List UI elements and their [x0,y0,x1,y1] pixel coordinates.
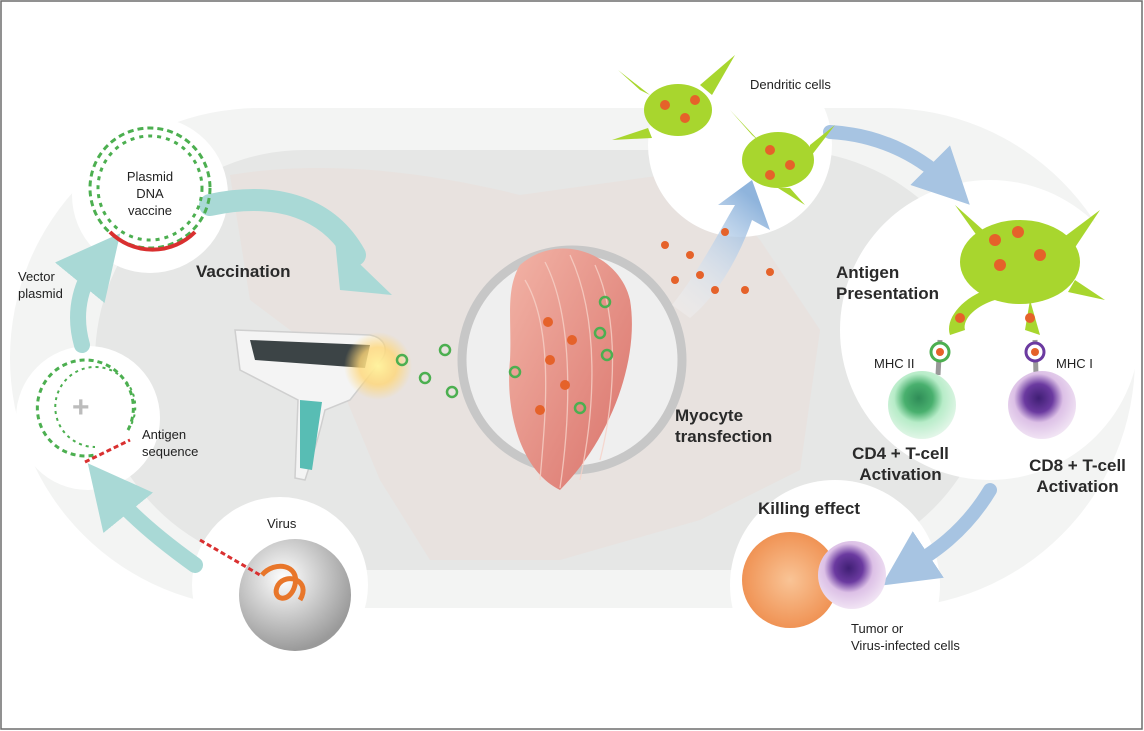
migration-arrow [672,180,770,318]
dendritic-cell-2 [730,110,835,205]
vector-plasmid-label: Vector plasmid [18,268,63,302]
killing-effect-label: Killing effect [758,499,861,518]
dendritic-label: Dendritic cells [750,77,831,92]
svg-text:+: + [72,391,90,424]
antigen-panel [16,346,160,490]
presentation-panel [840,180,1140,480]
mhc1-label: MHC I [1056,356,1093,371]
cd8-line1: CD8 + T-cell [1029,456,1126,475]
injection-glow [344,332,412,400]
vaccination-arrow-head [335,240,392,295]
mhc2-label: MHC II [874,356,915,371]
plasmid-label-line3: vaccine [127,203,173,218]
myocyte-line1: Myocyte [675,406,744,425]
virus-particle [199,538,351,651]
vector-plasmid-line1: Vector [18,269,55,284]
mhc-receptors [929,339,1046,376]
tumor-line2: Virus-infected cells [851,638,960,653]
plasmid-label: Plasmid DNA vaccine [120,168,180,219]
tumor-cell [742,532,838,628]
virus-label: Virus [267,516,297,531]
antigen-presentation-line2: Presentation [836,284,939,303]
plasmid-label-line1: Plasmid [126,169,174,184]
cd8-label: CD8 + T-cell Activation [1015,455,1140,497]
cycle-arrow-up [54,233,121,353]
antigen-presentation-line1: Antigen [836,263,900,282]
vaccination-arrow [199,189,366,266]
antigen-presentation-label: Antigen Presentation [836,262,939,304]
plasmid-label-line2: DNA [136,186,164,201]
myocyte-label: Myocyte transfection [675,405,772,447]
vaccination-label: Vaccination [196,262,291,281]
antigen-sequence-line2: sequence [142,444,199,459]
muscle-striations [524,254,614,489]
tumor-label: Tumor or Virus-infected cells [851,620,960,654]
cd4-t-cell [888,371,956,439]
cd4-line1: CD4 + T-cell [852,444,949,463]
cycle-arrow-virus [87,463,203,573]
plasmid-dna-ring [88,126,212,252]
tumor-line1: Tumor or [851,621,904,636]
antigen-sequence-label: Antigen sequence [142,426,198,460]
antigen-sequence-line1: Antigen [142,427,187,442]
killing-arrow [881,483,997,586]
myocyte-line2: transfection [675,427,773,446]
cd4-line2: Activation [859,465,942,484]
cd8-t-cell [1008,371,1076,439]
vector-plasmid-line2: plasmid [18,286,63,301]
open-plasmid-ring: + [35,358,137,464]
antigen-dots [660,95,1046,323]
cd8-line2: Activation [1036,477,1119,496]
floating-antigens [395,228,774,415]
cd4-label: CD4 + T-cell Activation [838,443,963,485]
muscle-fiber-bundle [509,248,632,490]
killer-t-cell [818,541,886,609]
dc-arrow [823,125,970,205]
